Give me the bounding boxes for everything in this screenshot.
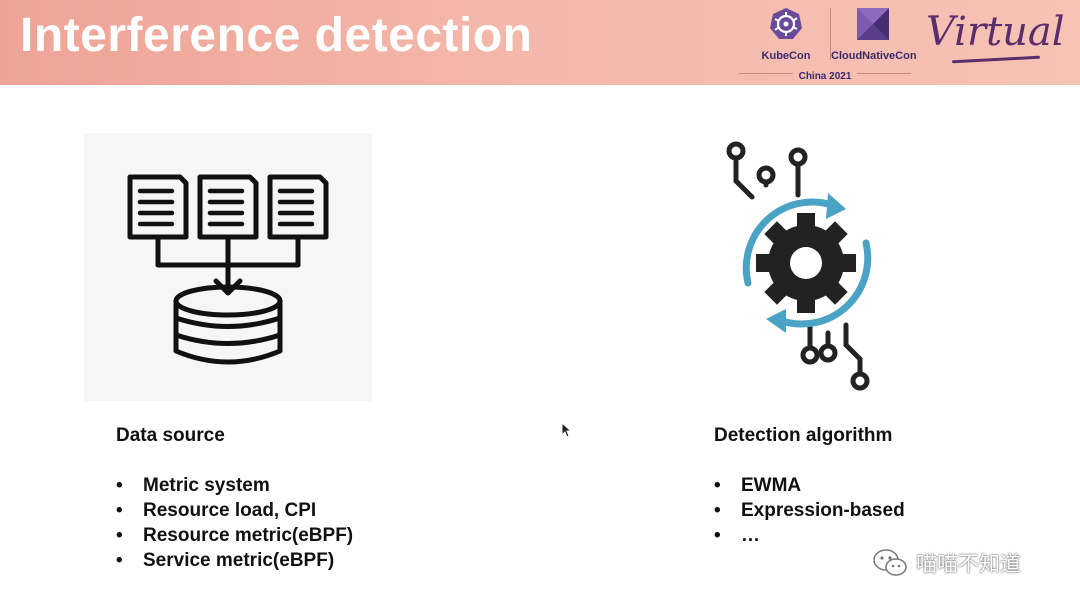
year-line-left [739, 73, 793, 74]
kubecon-label: KubeCon [761, 50, 811, 62]
kubernetes-icon [770, 8, 802, 39]
kubecon-logo: KubeCon [743, 6, 829, 63]
data-source-heading: Data source [116, 425, 225, 446]
slide-title: Interference detection [20, 9, 533, 62]
list-item: Expression-based [714, 498, 905, 523]
logo-divider [830, 8, 831, 60]
slide-header: Interference detection KubeCon [0, 0, 1080, 85]
event-year: China 2021 [798, 71, 852, 82]
year-line-right [857, 73, 911, 74]
virtual-badge: Virtual [926, 9, 1065, 55]
data-source-database-icon [127, 174, 329, 365]
list-item: … [714, 523, 905, 548]
event-year-row: China 2021 [735, 66, 915, 82]
cncf-icon [857, 8, 889, 40]
event-logo: KubeCon CloudNativeCon China 2021 [735, 4, 917, 82]
list-item: Resource load, CPI [116, 498, 353, 523]
data-source-list: Metric system Resource load, CPI Resourc… [116, 473, 353, 573]
watermark: 喵喵不知道 [872, 548, 1021, 578]
cloudnativecon-logo: CloudNativeCon [831, 6, 917, 63]
detection-algorithm-list: EWMA Expression-based … [714, 473, 905, 548]
data-source-illustration [84, 133, 372, 401]
list-item: Service metric(eBPF) [116, 548, 353, 573]
watermark-text: 喵喵不知道 [916, 553, 1021, 576]
detection-algorithm-illustration [700, 133, 920, 401]
list-item: Metric system [116, 473, 353, 498]
list-item: Resource metric(eBPF) [116, 523, 353, 548]
wechat-icon [873, 549, 907, 576]
list-item: EWMA [714, 473, 905, 498]
detection-algorithm-heading: Detection algorithm [714, 425, 893, 446]
gear-circuit-icon [726, 141, 872, 391]
mouse-cursor-icon [561, 421, 573, 443]
cloudnativecon-label: CloudNativeCon [831, 50, 917, 62]
